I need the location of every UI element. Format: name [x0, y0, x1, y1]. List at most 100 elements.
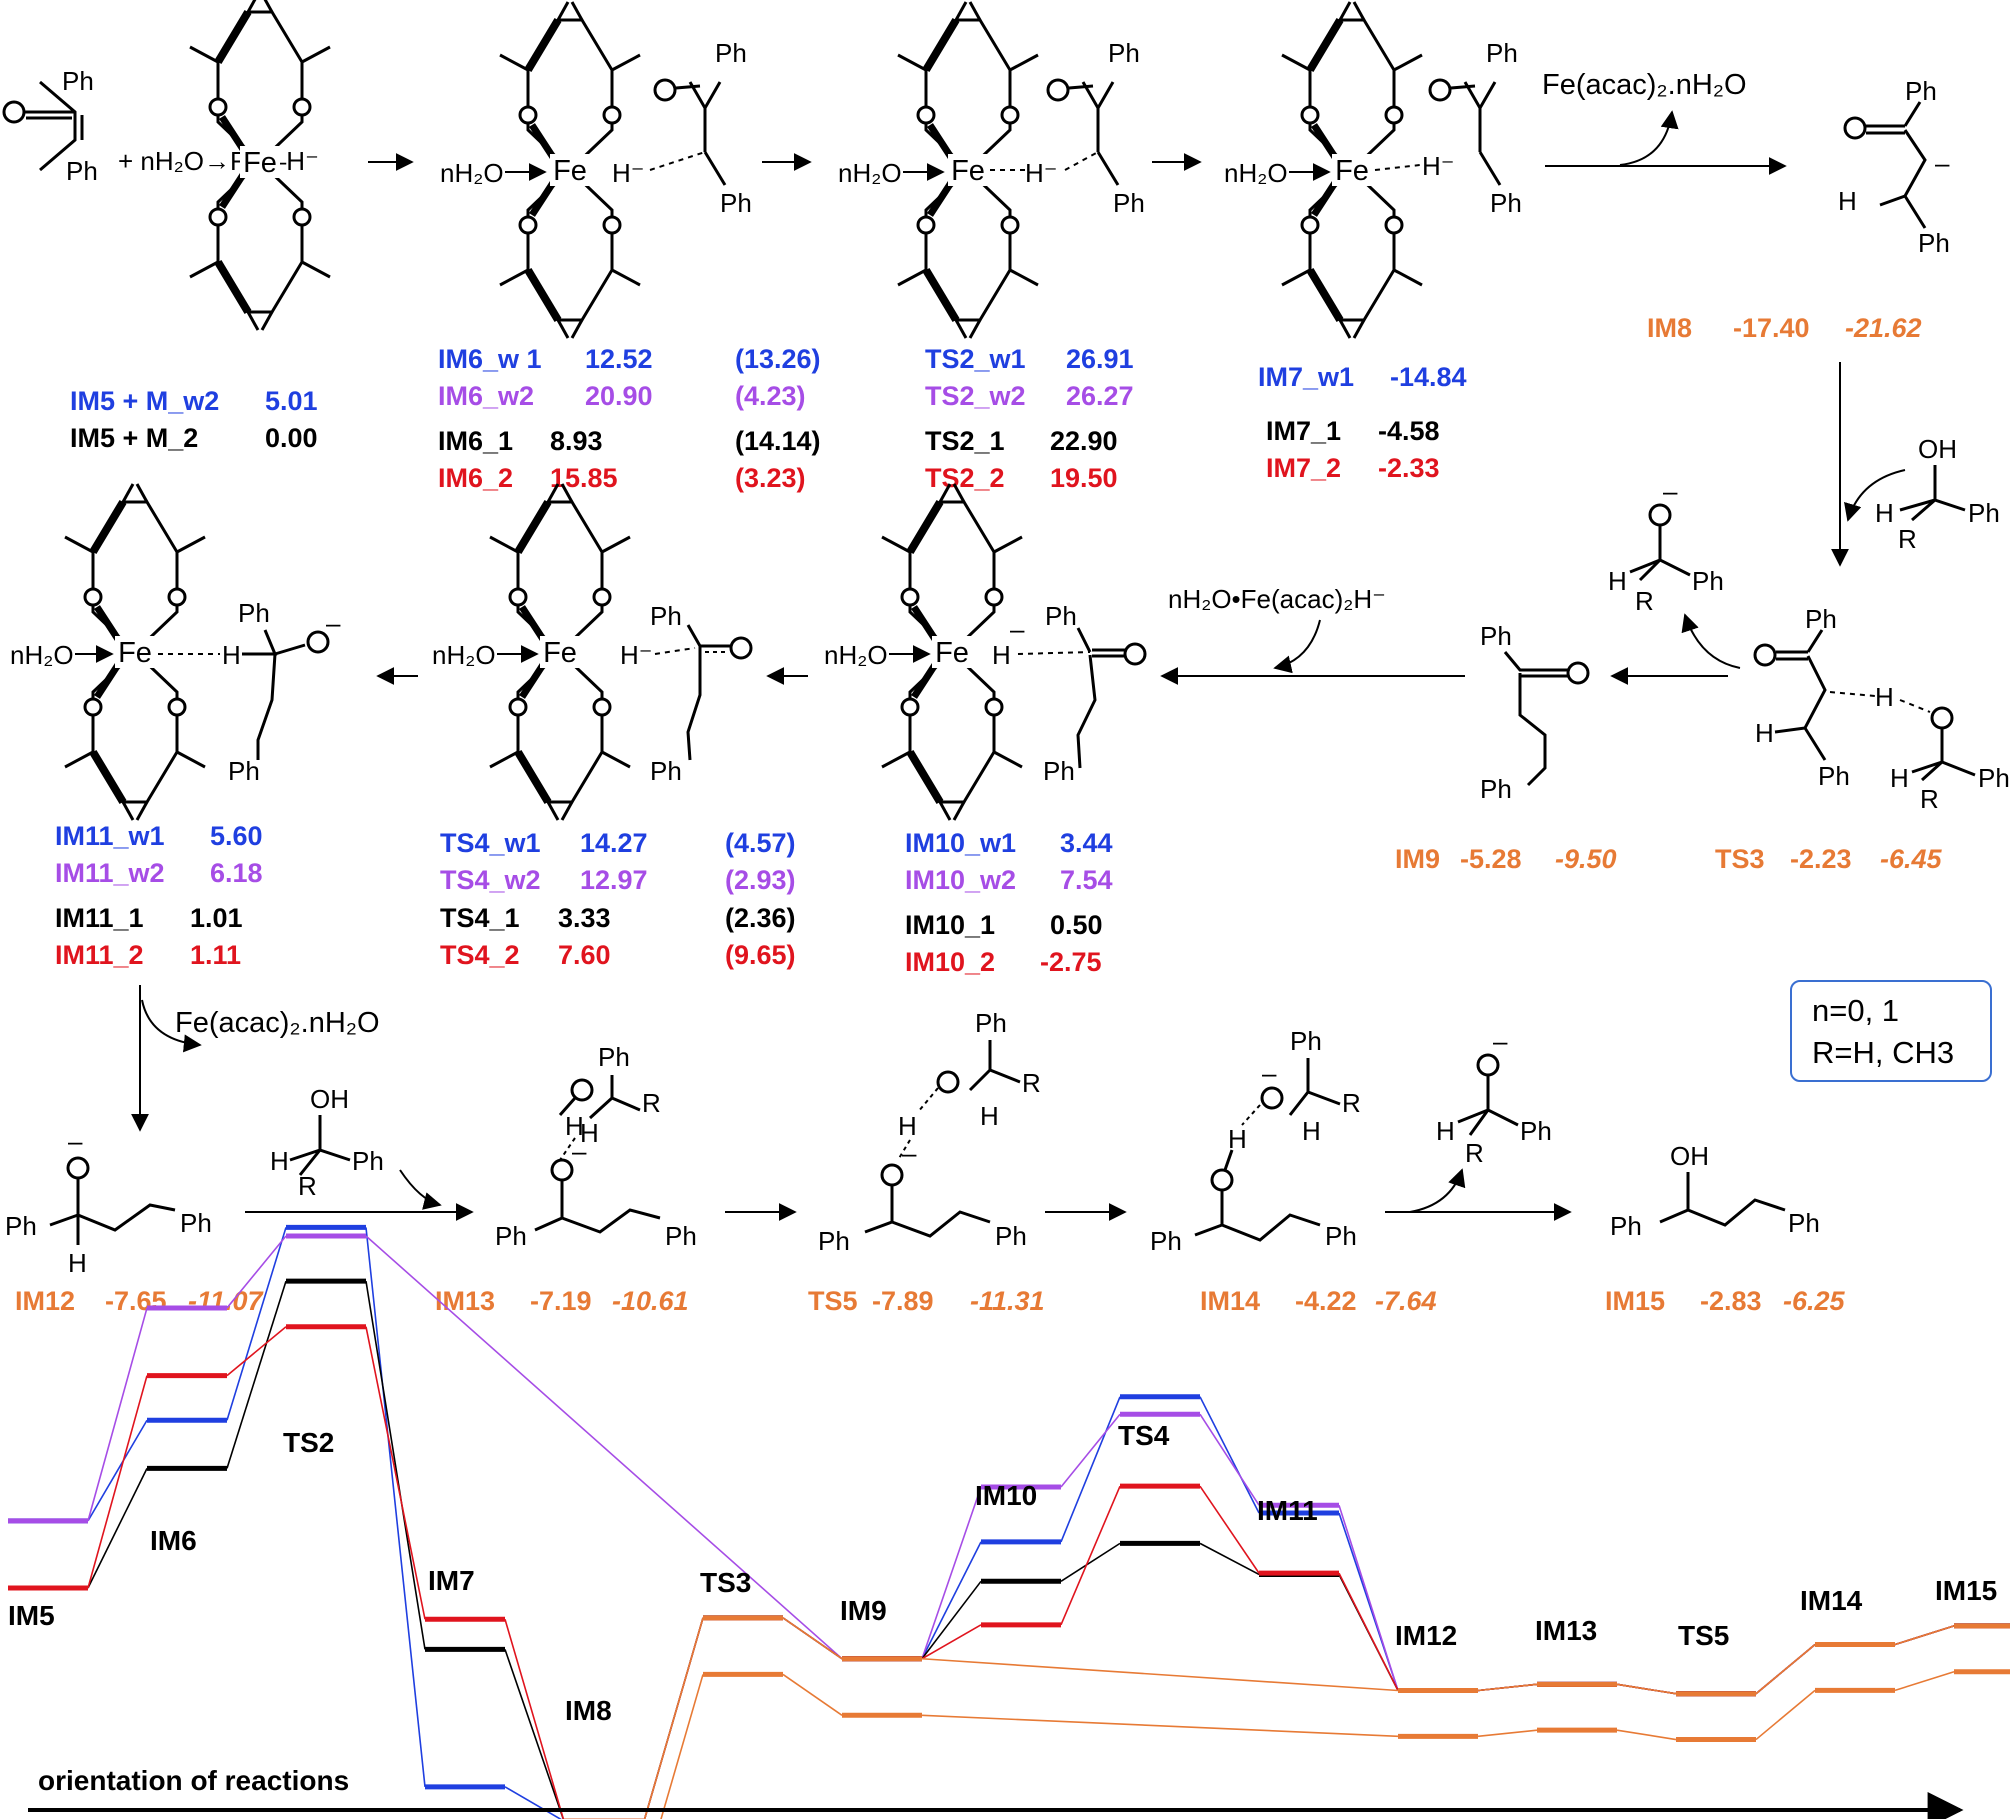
svg-text:IM10_1: IM10_1	[905, 910, 995, 940]
ph-label: Ph	[650, 756, 682, 786]
svg-text:-21.62: -21.62	[1845, 313, 1922, 343]
profile-connector-orange	[1894, 1625, 1955, 1646]
svg-text:-5.28: -5.28	[1460, 844, 1522, 874]
ph-label: Ph	[598, 1042, 630, 1072]
ph-label: Ph	[1108, 38, 1140, 68]
svg-text:(4.23): (4.23)	[735, 381, 806, 411]
nh2o-label: nH₂O	[1224, 158, 1288, 188]
ph-label: Ph	[1150, 1226, 1182, 1256]
ph-label: Ph	[1818, 761, 1850, 791]
h-label: H	[580, 1118, 599, 1148]
nh2o-label: nH₂O	[824, 640, 888, 670]
stage-label-im13: IM13	[1535, 1615, 1597, 1646]
svg-text:-4.22: -4.22	[1295, 1286, 1357, 1316]
im15-structure: OH Ph Ph	[1610, 1141, 1820, 1241]
ph-label: Ph	[5, 1211, 37, 1241]
svg-text:-6.45: -6.45	[1880, 844, 1943, 874]
im14-energy: IM14 -4.22 -7.64	[1200, 1286, 1437, 1316]
profile-connector-black	[1060, 1542, 1121, 1582]
svg-text:IM5 + M_2: IM5 + M_2	[70, 423, 198, 453]
svg-text:-11.31: -11.31	[970, 1286, 1045, 1316]
svg-text:TS3: TS3	[1715, 844, 1765, 874]
svg-text:IM8: IM8	[1647, 313, 1692, 343]
svg-text:TS2_w2: TS2_w2	[925, 381, 1026, 411]
im10-energies: IM10_w1 3.44 IM10_w2 7.54 IM10_1 0.50 IM…	[905, 828, 1113, 977]
svg-text:-7.19: -7.19	[530, 1286, 592, 1316]
ph-label: Ph	[352, 1146, 384, 1176]
stage-label-im11: IM11	[1257, 1495, 1318, 1526]
reagent-fe-acac: Fe(acac)₂.nH₂O	[175, 1007, 380, 1039]
svg-text:0.00: 0.00	[265, 423, 318, 453]
profile-connector-red	[1060, 1485, 1121, 1626]
profile-connector-blue	[504, 1786, 562, 1819]
h-label: H	[68, 1248, 87, 1278]
stage-label-im15: IM15	[1935, 1575, 1997, 1606]
ph-label: Ph	[62, 66, 94, 96]
svg-text:-11.07: -11.07	[188, 1286, 265, 1316]
profile-connector-orange	[921, 1657, 1399, 1692]
profile-connector-orange	[1477, 1729, 1538, 1738]
note-line-r: R=H, CH3	[1812, 1035, 1955, 1070]
profile-connector-orange	[1894, 1670, 1955, 1692]
svg-text:-2.23: -2.23	[1790, 844, 1852, 874]
svg-text:IM6_2: IM6_2	[438, 463, 513, 493]
svg-text:-2.75: -2.75	[1040, 947, 1102, 977]
profile-connector-blue	[921, 1541, 982, 1660]
profile-connector-purple	[365, 1235, 843, 1660]
profile-connector-purple	[87, 1307, 148, 1522]
ph-label: Ph	[180, 1208, 212, 1238]
svg-text:20.90: 20.90	[585, 381, 653, 411]
energy-profile	[8, 1224, 2010, 1819]
h-label: H	[1890, 763, 1909, 793]
nh2o-label: nH₂O	[432, 640, 496, 670]
svg-text:IM11_w2: IM11_w2	[55, 858, 165, 888]
profile-connector-orange	[660, 1674, 704, 1819]
svg-text:IM7_1: IM7_1	[1266, 416, 1341, 446]
svg-text:–: –	[68, 1126, 83, 1156]
im5-energies: IM5 + M_w2 5.01 IM5 + M_2 0.00	[70, 386, 318, 453]
benzyl-alcohol: OH Ph H R	[1875, 434, 2000, 554]
h-label: H	[1608, 566, 1627, 596]
ph-label: Ph	[1788, 1208, 1820, 1238]
ts5-structure: Ph R H H – Ph Ph	[818, 1008, 1041, 1256]
hydride-label: H⁻	[620, 640, 653, 670]
svg-text:TS5: TS5	[808, 1286, 858, 1316]
svg-text:3.33: 3.33	[558, 903, 611, 933]
svg-text:–: –	[572, 1136, 587, 1166]
svg-text:IM6_w 1: IM6_w 1	[438, 344, 542, 374]
ph-label: Ph	[1805, 604, 1837, 634]
svg-text:(4.57): (4.57)	[725, 828, 796, 858]
profile-connector-purple	[226, 1235, 287, 1309]
profile-connector-red	[504, 1618, 565, 1819]
im8-energy: IM8 -17.40 -21.62	[1647, 313, 1922, 343]
svg-text:–: –	[1935, 148, 1950, 178]
h-label: H	[1838, 186, 1857, 216]
ph-label: Ph	[1905, 76, 1937, 106]
profile-connector-orange	[1755, 1643, 1816, 1695]
im9-structure: Ph Ph	[1480, 621, 1590, 804]
svg-text:(2.93): (2.93)	[725, 865, 796, 895]
stage-label-im10: IM10	[975, 1480, 1037, 1511]
ph-label: Ph	[650, 601, 682, 631]
profile-connector-blue	[365, 1227, 426, 1787]
svg-text:15.85: 15.85	[550, 463, 618, 493]
svg-text:1.01: 1.01	[190, 903, 243, 933]
svg-text:IM7_2: IM7_2	[1266, 453, 1341, 483]
stage-label-ts5: TS5	[1678, 1620, 1729, 1651]
h-label: H	[222, 640, 241, 670]
svg-text:(9.65): (9.65)	[725, 940, 796, 970]
profile-connector-purple	[1338, 1504, 1399, 1691]
svg-text:IM10_w2: IM10_w2	[905, 865, 1016, 895]
svg-text:5.60: 5.60	[210, 821, 263, 851]
profile-stage-labels: IM5 IM6 TS2 IM7 IM8 TS3 IM9 IM10 TS4 IM1…	[8, 1420, 1997, 1726]
r-label: R	[1022, 1068, 1041, 1098]
svg-text:TS2_w1: TS2_w1	[925, 344, 1026, 374]
svg-text:IM6_w2: IM6_w2	[438, 381, 534, 411]
nh2o-label: nH₂O	[838, 158, 902, 188]
profile-connector-red	[1199, 1485, 1260, 1574]
svg-text:12.52: 12.52	[585, 344, 653, 374]
chalcone-structure: Ph Ph	[2, 66, 98, 186]
svg-text:6.18: 6.18	[210, 858, 263, 888]
h-label: H	[992, 640, 1011, 670]
profile-connector-red	[921, 1624, 982, 1660]
